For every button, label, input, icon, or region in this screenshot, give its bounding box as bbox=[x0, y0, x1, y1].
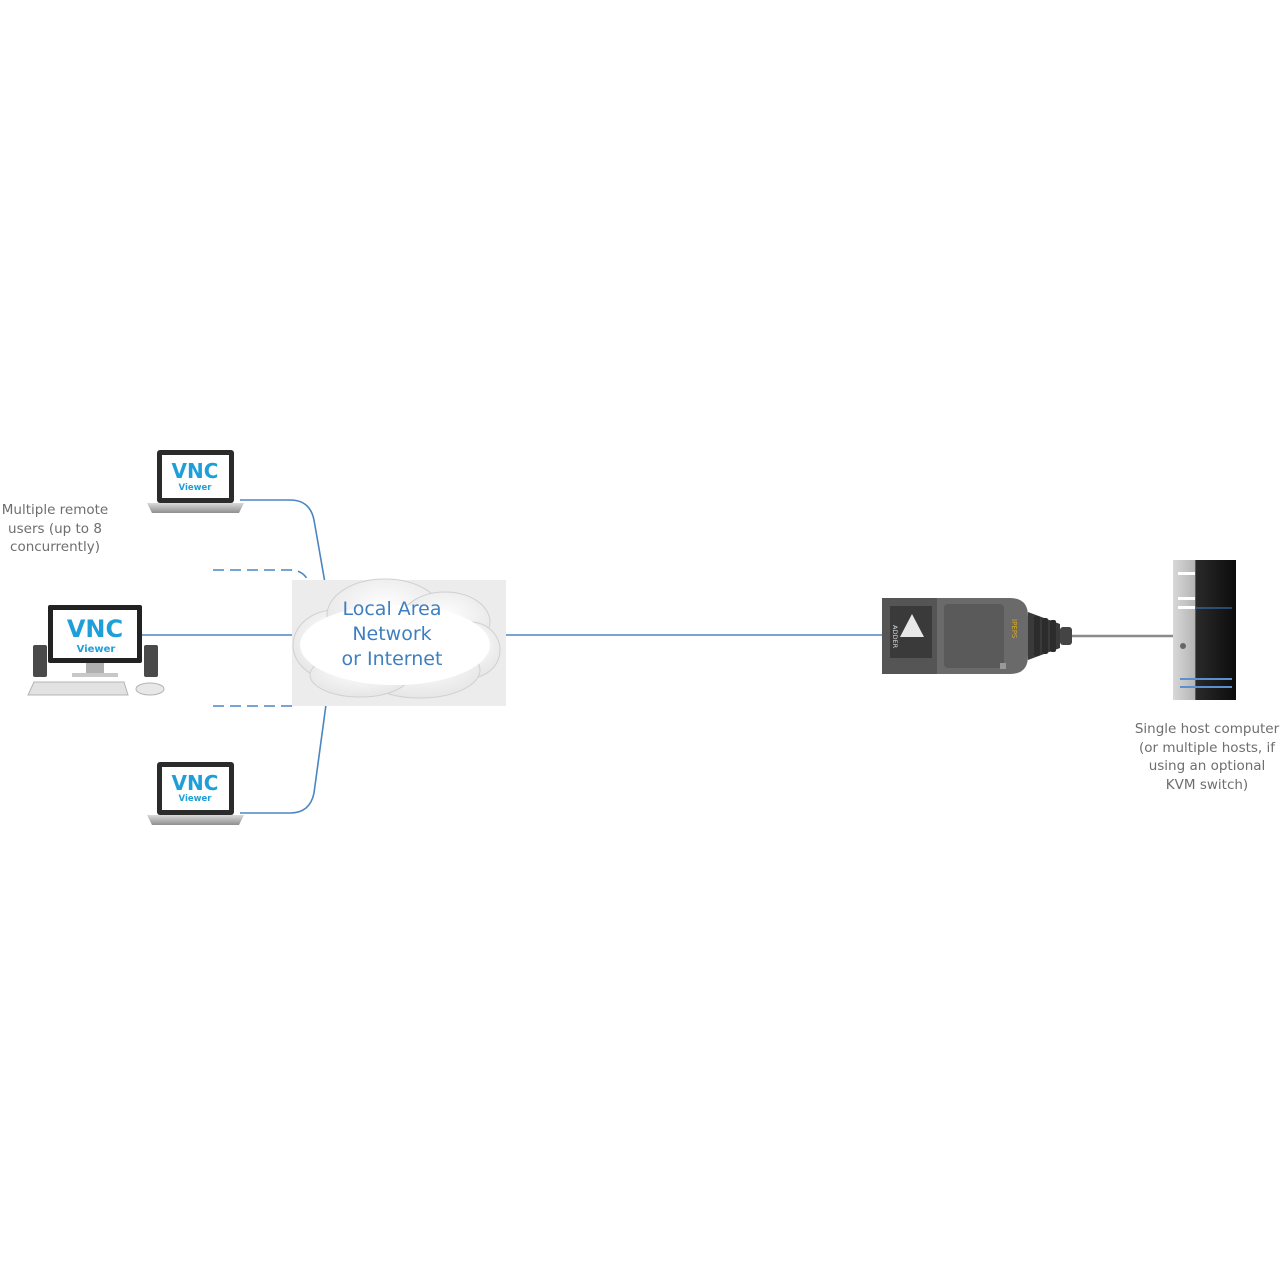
network-label-line-1: Local Area bbox=[342, 598, 442, 620]
device-model: IPEPS bbox=[1010, 619, 1018, 639]
adder-device: ADDER IPEPS bbox=[882, 598, 1072, 674]
host-computer-label: Single host computer (or multiple hosts,… bbox=[1134, 721, 1280, 793]
connection-lines bbox=[142, 499, 882, 814]
device-brand: ADDER bbox=[891, 625, 899, 649]
viewer-text-top: Viewer bbox=[179, 483, 213, 493]
viewer-text-bottom: Viewer bbox=[179, 794, 213, 804]
link-top-laptop bbox=[240, 499, 329, 601]
vnc-logo-bottom: VNC bbox=[172, 771, 219, 795]
desktop-computer: VNC Viewer bbox=[27, 605, 165, 696]
remote-users-label: Multiple remote users (up to 8 concurren… bbox=[1, 502, 109, 555]
link-bottom-laptop bbox=[240, 689, 329, 814]
network-label-line-3: or Internet bbox=[341, 648, 443, 670]
network-label-line-2: Network bbox=[352, 623, 432, 645]
viewer-text-desktop: Viewer bbox=[77, 644, 116, 655]
vnc-logo-desktop: VNC bbox=[67, 615, 123, 643]
host-tower bbox=[1173, 560, 1236, 700]
network-cloud bbox=[292, 578, 506, 706]
vnc-logo-top: VNC bbox=[172, 459, 219, 483]
laptop-top: VNC Viewer bbox=[147, 450, 244, 513]
laptop-bottom: VNC Viewer bbox=[147, 762, 244, 825]
